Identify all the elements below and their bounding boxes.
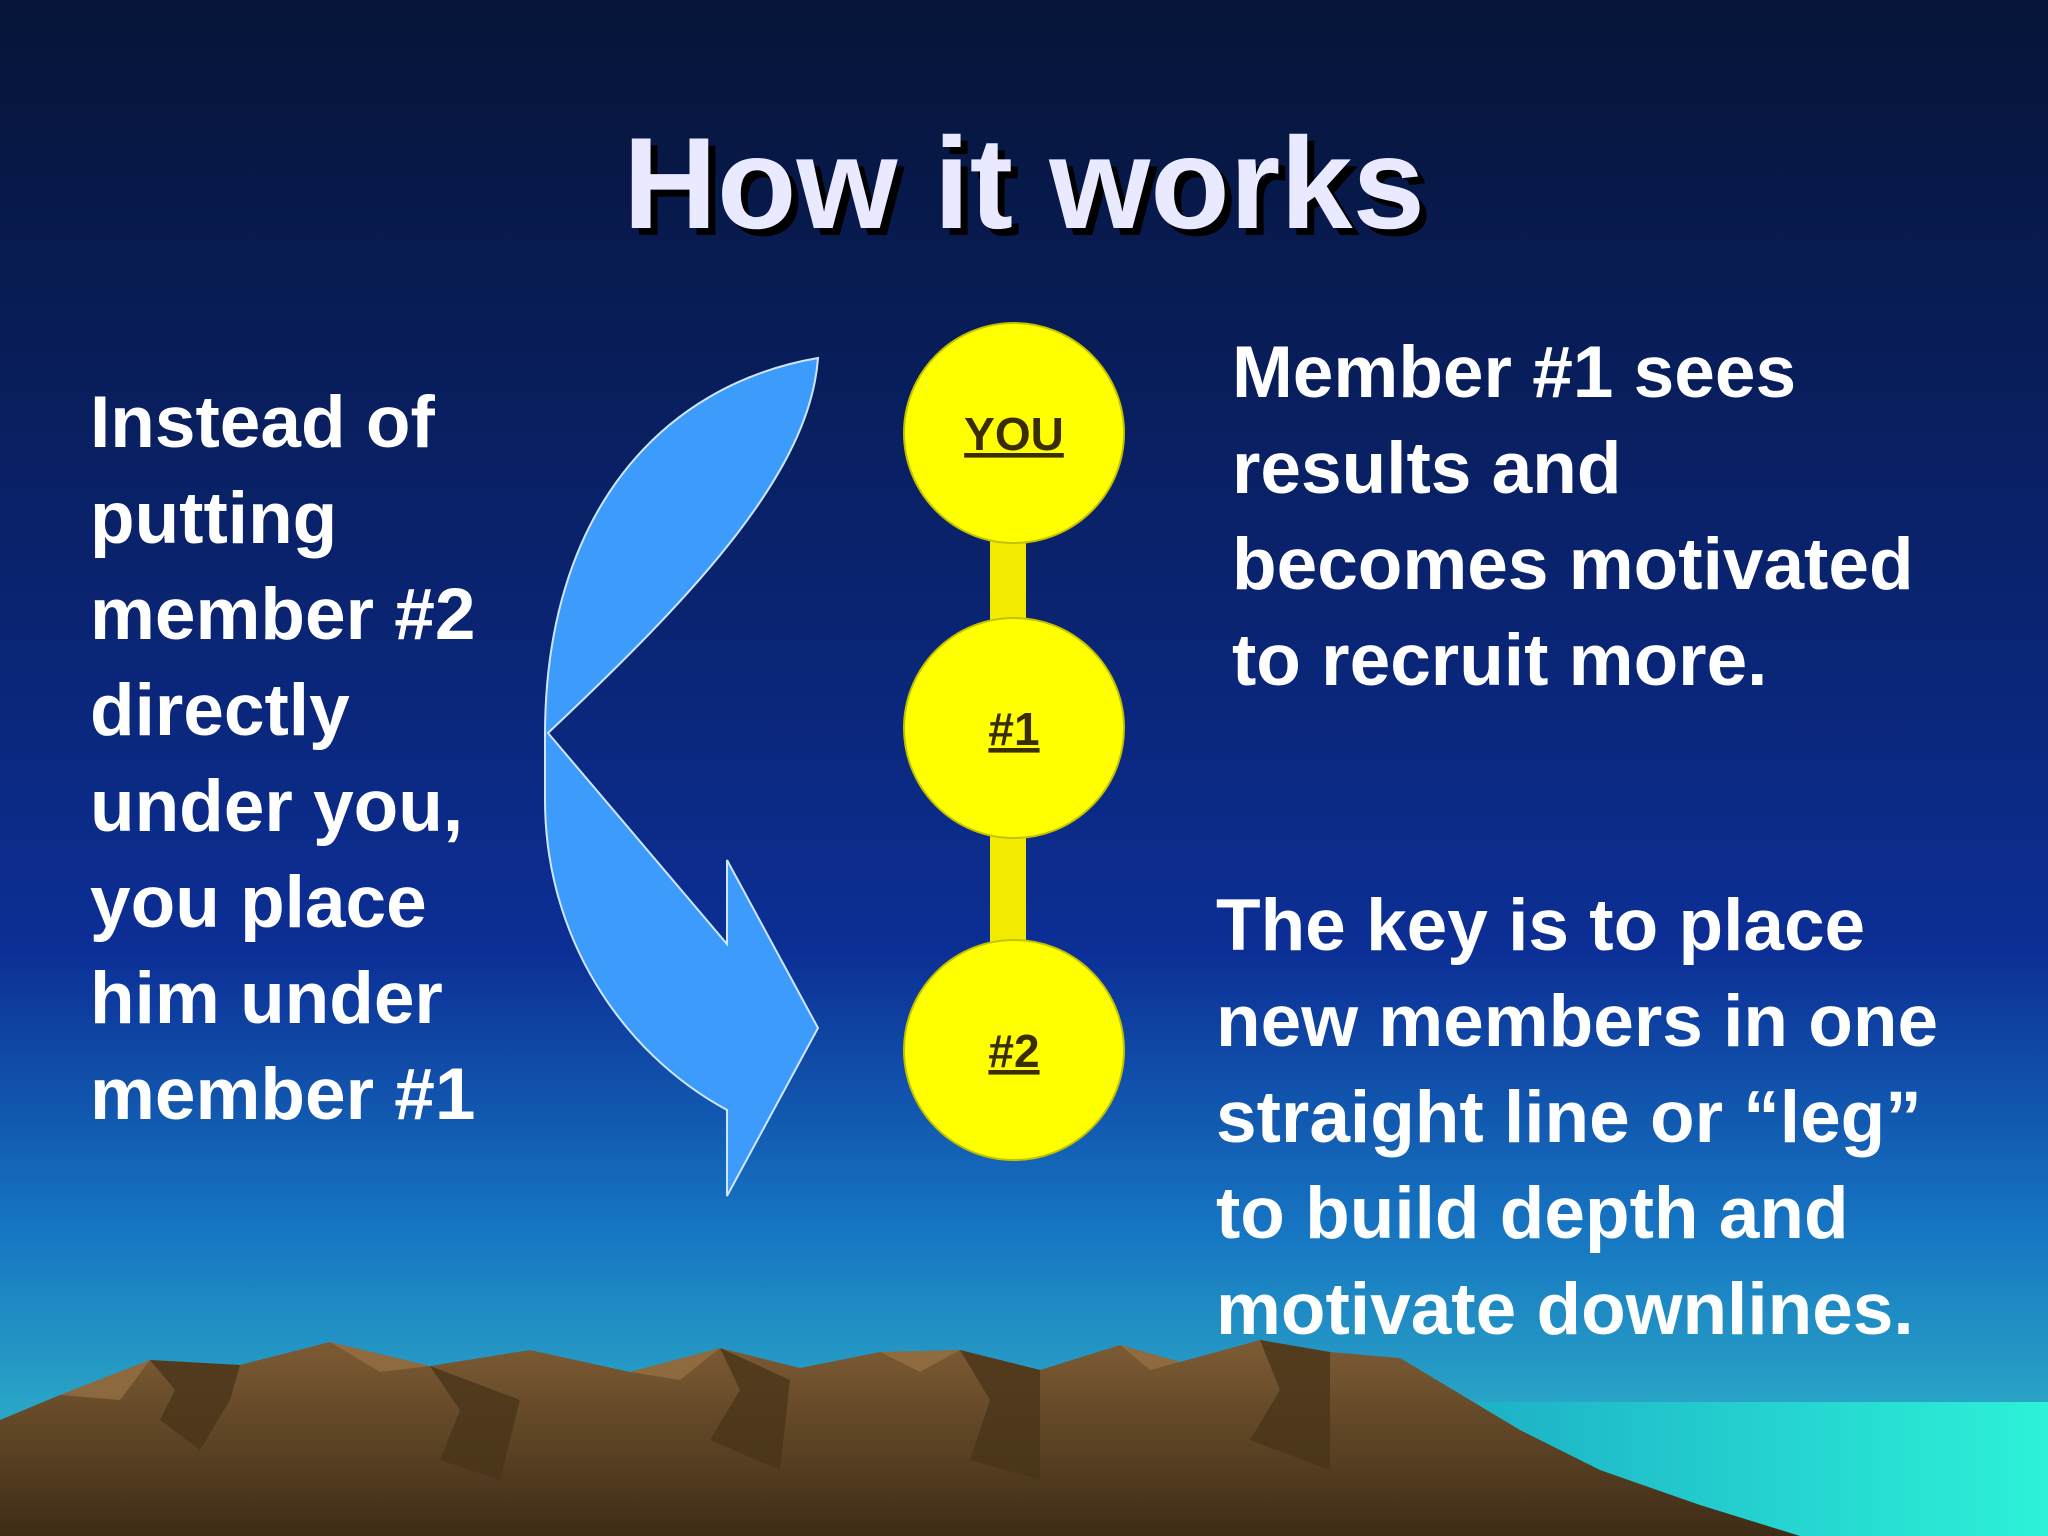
right-top-text-line: Member #1 sees (1232, 332, 1797, 413)
left-text-line: him under (90, 958, 443, 1039)
node-member-2-label: #2 (988, 1025, 1039, 1077)
mountains (0, 1340, 1800, 1536)
curved-down-arrow-icon (544, 356, 820, 1197)
left-text-line: you place (90, 862, 427, 943)
mountain-shading (150, 1340, 1330, 1480)
node-member-2 (903, 939, 1125, 1161)
right-bottom-text-line: straight line or “leg” (1216, 1077, 1922, 1158)
left-text-line: Instead of (90, 382, 435, 463)
right-bottom-text-line: to build depth and (1216, 1173, 1849, 1254)
member-one-motivation-text: Member #1 sees results and becomes motiv… (1232, 325, 1914, 709)
left-text-line: member #1 (90, 1054, 476, 1135)
left-text-line: directly (90, 670, 350, 751)
node-you (903, 322, 1125, 544)
right-bottom-text-line: The key is to place (1216, 885, 1866, 966)
connector-you-to-member-1 (990, 535, 1026, 630)
left-explanation-text: Instead of putting member #2 directly un… (90, 375, 476, 1143)
right-bottom-text-line: new members in one (1216, 981, 1939, 1062)
right-top-text-line: becomes motivated (1232, 524, 1914, 605)
node-member-1-label: #1 (988, 703, 1039, 755)
mountain-highlights (60, 1342, 1180, 1400)
left-text-line: member #2 (90, 574, 476, 655)
connector-member-1-to-member-2 (990, 828, 1026, 948)
node-you-label: YOU (964, 408, 1064, 460)
key-strategy-text: The key is to place new members in one s… (1216, 878, 1938, 1358)
right-top-text-line: to recruit more. (1232, 620, 1768, 701)
right-top-text-line: results and (1232, 428, 1622, 509)
left-text-line: putting (90, 478, 338, 559)
left-text-line: under you, (90, 766, 464, 847)
node-member-1 (903, 617, 1125, 839)
right-bottom-text-line: motivate downlines. (1216, 1269, 1914, 1350)
slide-title: How it works (623, 110, 1425, 256)
